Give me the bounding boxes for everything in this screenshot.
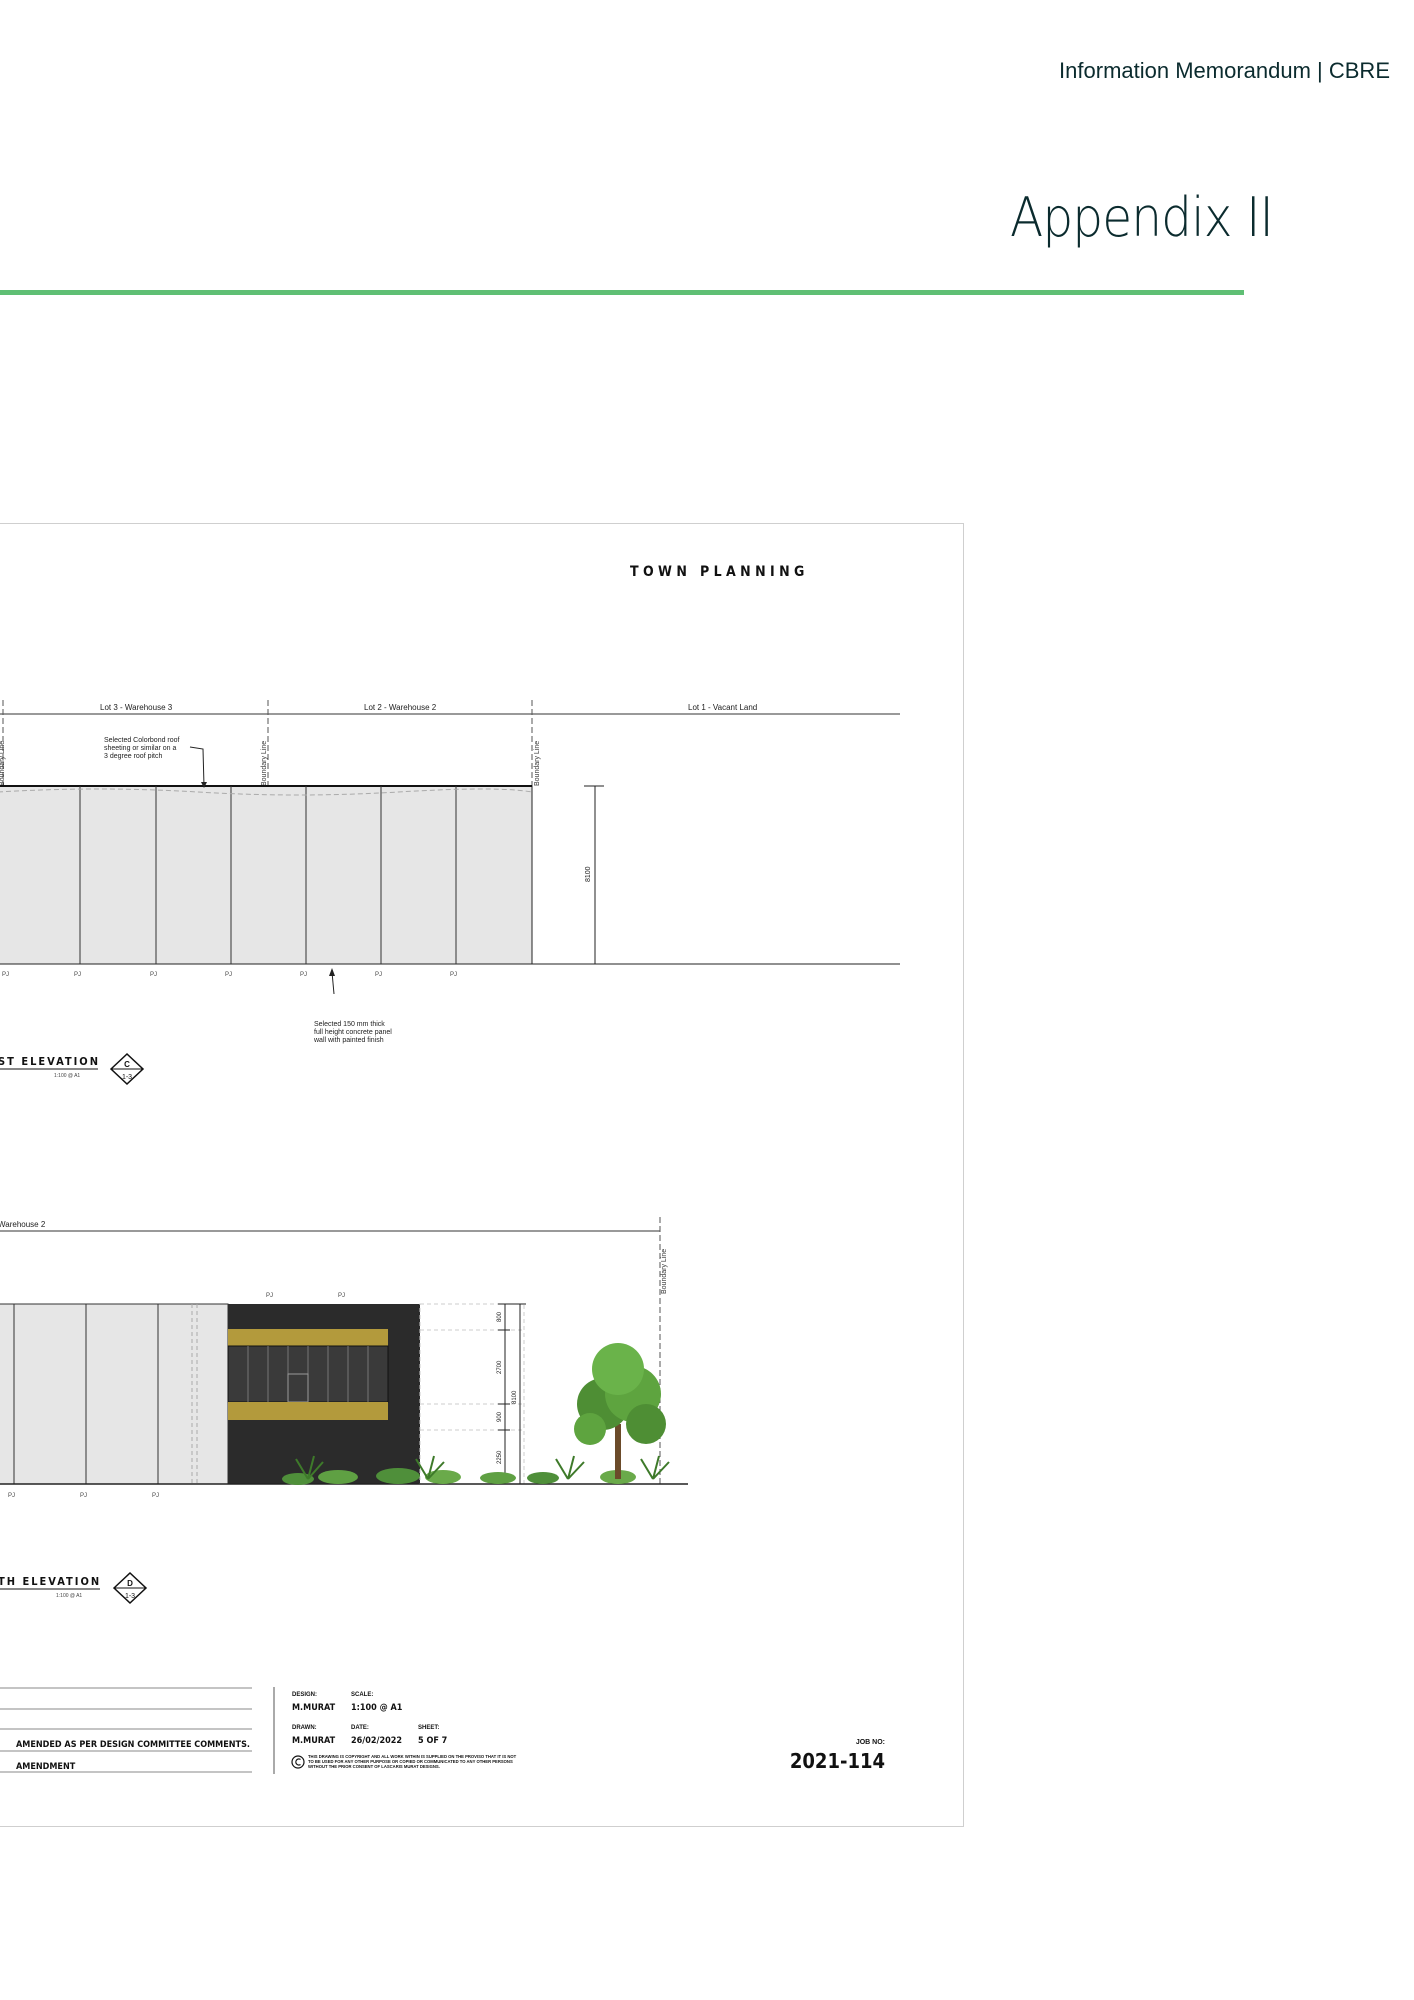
panel-joint-marker: PJ: [74, 972, 81, 978]
copyright-line-2: TO BE USED FOR ANY OTHER PURPOSE OR COPI…: [308, 1759, 513, 1764]
height-dimension: 8100: [585, 866, 592, 882]
panel-joint-marker: PJ: [150, 972, 157, 978]
drawn-label: DRAWN:: [292, 1725, 317, 1731]
panel-joint-marker: PJ: [152, 1493, 159, 1499]
upper-elevation: Lot 3 - Warehouse 3 Lot 2 - Warehouse 2 …: [0, 700, 900, 1086]
badge-sheet: 1-3: [125, 1593, 135, 1600]
architectural-drawing: T O W N P L A N N I N G Lot 3 - Warehous…: [0, 523, 964, 1827]
design-label: DESIGN:: [292, 1692, 317, 1698]
panel-joint-marker: PJ: [2, 972, 9, 978]
badge-letter: D: [127, 1579, 133, 1588]
dimension-800: 800: [497, 1311, 503, 1322]
panel-joint-marker: PJ: [338, 1293, 345, 1299]
boundary-line-label: Boundary Line: [0, 741, 6, 786]
scale-label: SCALE:: [351, 1692, 373, 1698]
sheet-value: 5 OF 7: [418, 1736, 447, 1746]
elevation-drawing-svg: T O W N P L A N N I N G Lot 3 - Warehous…: [0, 564, 900, 1774]
lot3-label: Lot 3 - Warehouse 3: [100, 703, 173, 712]
scale-value: 1:100 @ A1: [351, 1703, 403, 1713]
wall-note-line-3: wall with painted finish: [313, 1037, 384, 1044]
copyright-line-1: THIS DRAWING IS COPYRIGHT AND ALL WORK W…: [308, 1754, 517, 1759]
drawn-value: M.MURAT: [292, 1736, 336, 1746]
panel-joint-marker: PJ: [375, 972, 382, 978]
title-block: AMENDED AS PER DESIGN COMMITTEE COMMENTS…: [0, 1687, 885, 1774]
lot1-label: Lot 1 - Vacant Land: [688, 703, 757, 712]
badge-letter: C: [124, 1060, 130, 1069]
copyright-icon: [291, 1755, 305, 1769]
date-label: DATE:: [351, 1725, 369, 1731]
job-number-value: 2021-114: [790, 1749, 885, 1773]
landscaping-shrubs: [282, 1455, 670, 1485]
lot2-label: Lot 2 - Warehouse 2: [364, 703, 437, 712]
boundary-line-label: Boundary Line: [534, 741, 541, 786]
copyright-line-3: WITHOUT THE PRIOR CONSENT OF LASCARIS MU…: [308, 1764, 440, 1769]
panel-joint-marker: PJ: [225, 972, 232, 978]
dimension-2250: 2250: [497, 1450, 503, 1464]
amendment-header: AMENDMENT: [16, 1762, 76, 1772]
lower-elevation: Warehouse 2 Boundary Line: [0, 1217, 688, 1605]
dimension-8100: 8100: [512, 1390, 518, 1404]
panel-joint-marker: PJ: [300, 972, 307, 978]
section-marker-badge: C 1-3: [109, 1052, 145, 1086]
tree-illustration: [574, 1343, 666, 1479]
wall-note-line-1: Selected 150 mm thick: [314, 1021, 385, 1028]
wall-note-line-2: full height concrete panel: [314, 1029, 392, 1036]
badge-sheet: 1-3: [122, 1074, 132, 1081]
green-divider: [0, 290, 1244, 295]
panel-joint-marker: PJ: [266, 1293, 273, 1299]
lower-elevation-scale: 1:100 @ A1: [56, 1593, 82, 1599]
lower-lot-label: Warehouse 2: [0, 1220, 46, 1229]
panel-joint-marker: PJ: [450, 972, 457, 978]
design-value: M.MURAT: [292, 1703, 336, 1713]
roof-note-line-2: sheeting or similar on a: [104, 745, 176, 752]
page-title: Appendix II: [1010, 186, 1274, 249]
upper-elevation-scale: 1:100 @ A1: [54, 1073, 80, 1079]
dimension-2700: 2700: [497, 1360, 503, 1374]
date-value: 26/02/2022: [351, 1736, 402, 1746]
panel-joint-marker: PJ: [8, 1493, 15, 1499]
document-header-label: Information Memorandum | CBRE: [1059, 58, 1390, 83]
section-marker-badge: D 1-3: [112, 1571, 148, 1605]
town-planning-stamp: T O W N P L A N N I N G: [630, 564, 804, 580]
sheet-label: SHEET:: [418, 1725, 439, 1731]
upper-elevation-title: ST ELEVATION: [0, 1055, 100, 1068]
panel-joint-marker: PJ: [80, 1493, 87, 1499]
job-number-label: JOB NO:: [856, 1739, 885, 1746]
amendment-note: AMENDED AS PER DESIGN COMMITTEE COMMENTS…: [16, 1740, 250, 1750]
boundary-line-label: Boundary Line: [661, 1249, 668, 1294]
roof-note-line-3: 3 degree roof pitch: [104, 753, 162, 760]
roof-note-line-1: Selected Colorbond roof: [104, 737, 180, 744]
boundary-line-label: Boundary Line: [261, 741, 268, 786]
lower-elevation-title: TH ELEVATION: [0, 1575, 101, 1588]
dimension-900: 900: [497, 1411, 503, 1422]
